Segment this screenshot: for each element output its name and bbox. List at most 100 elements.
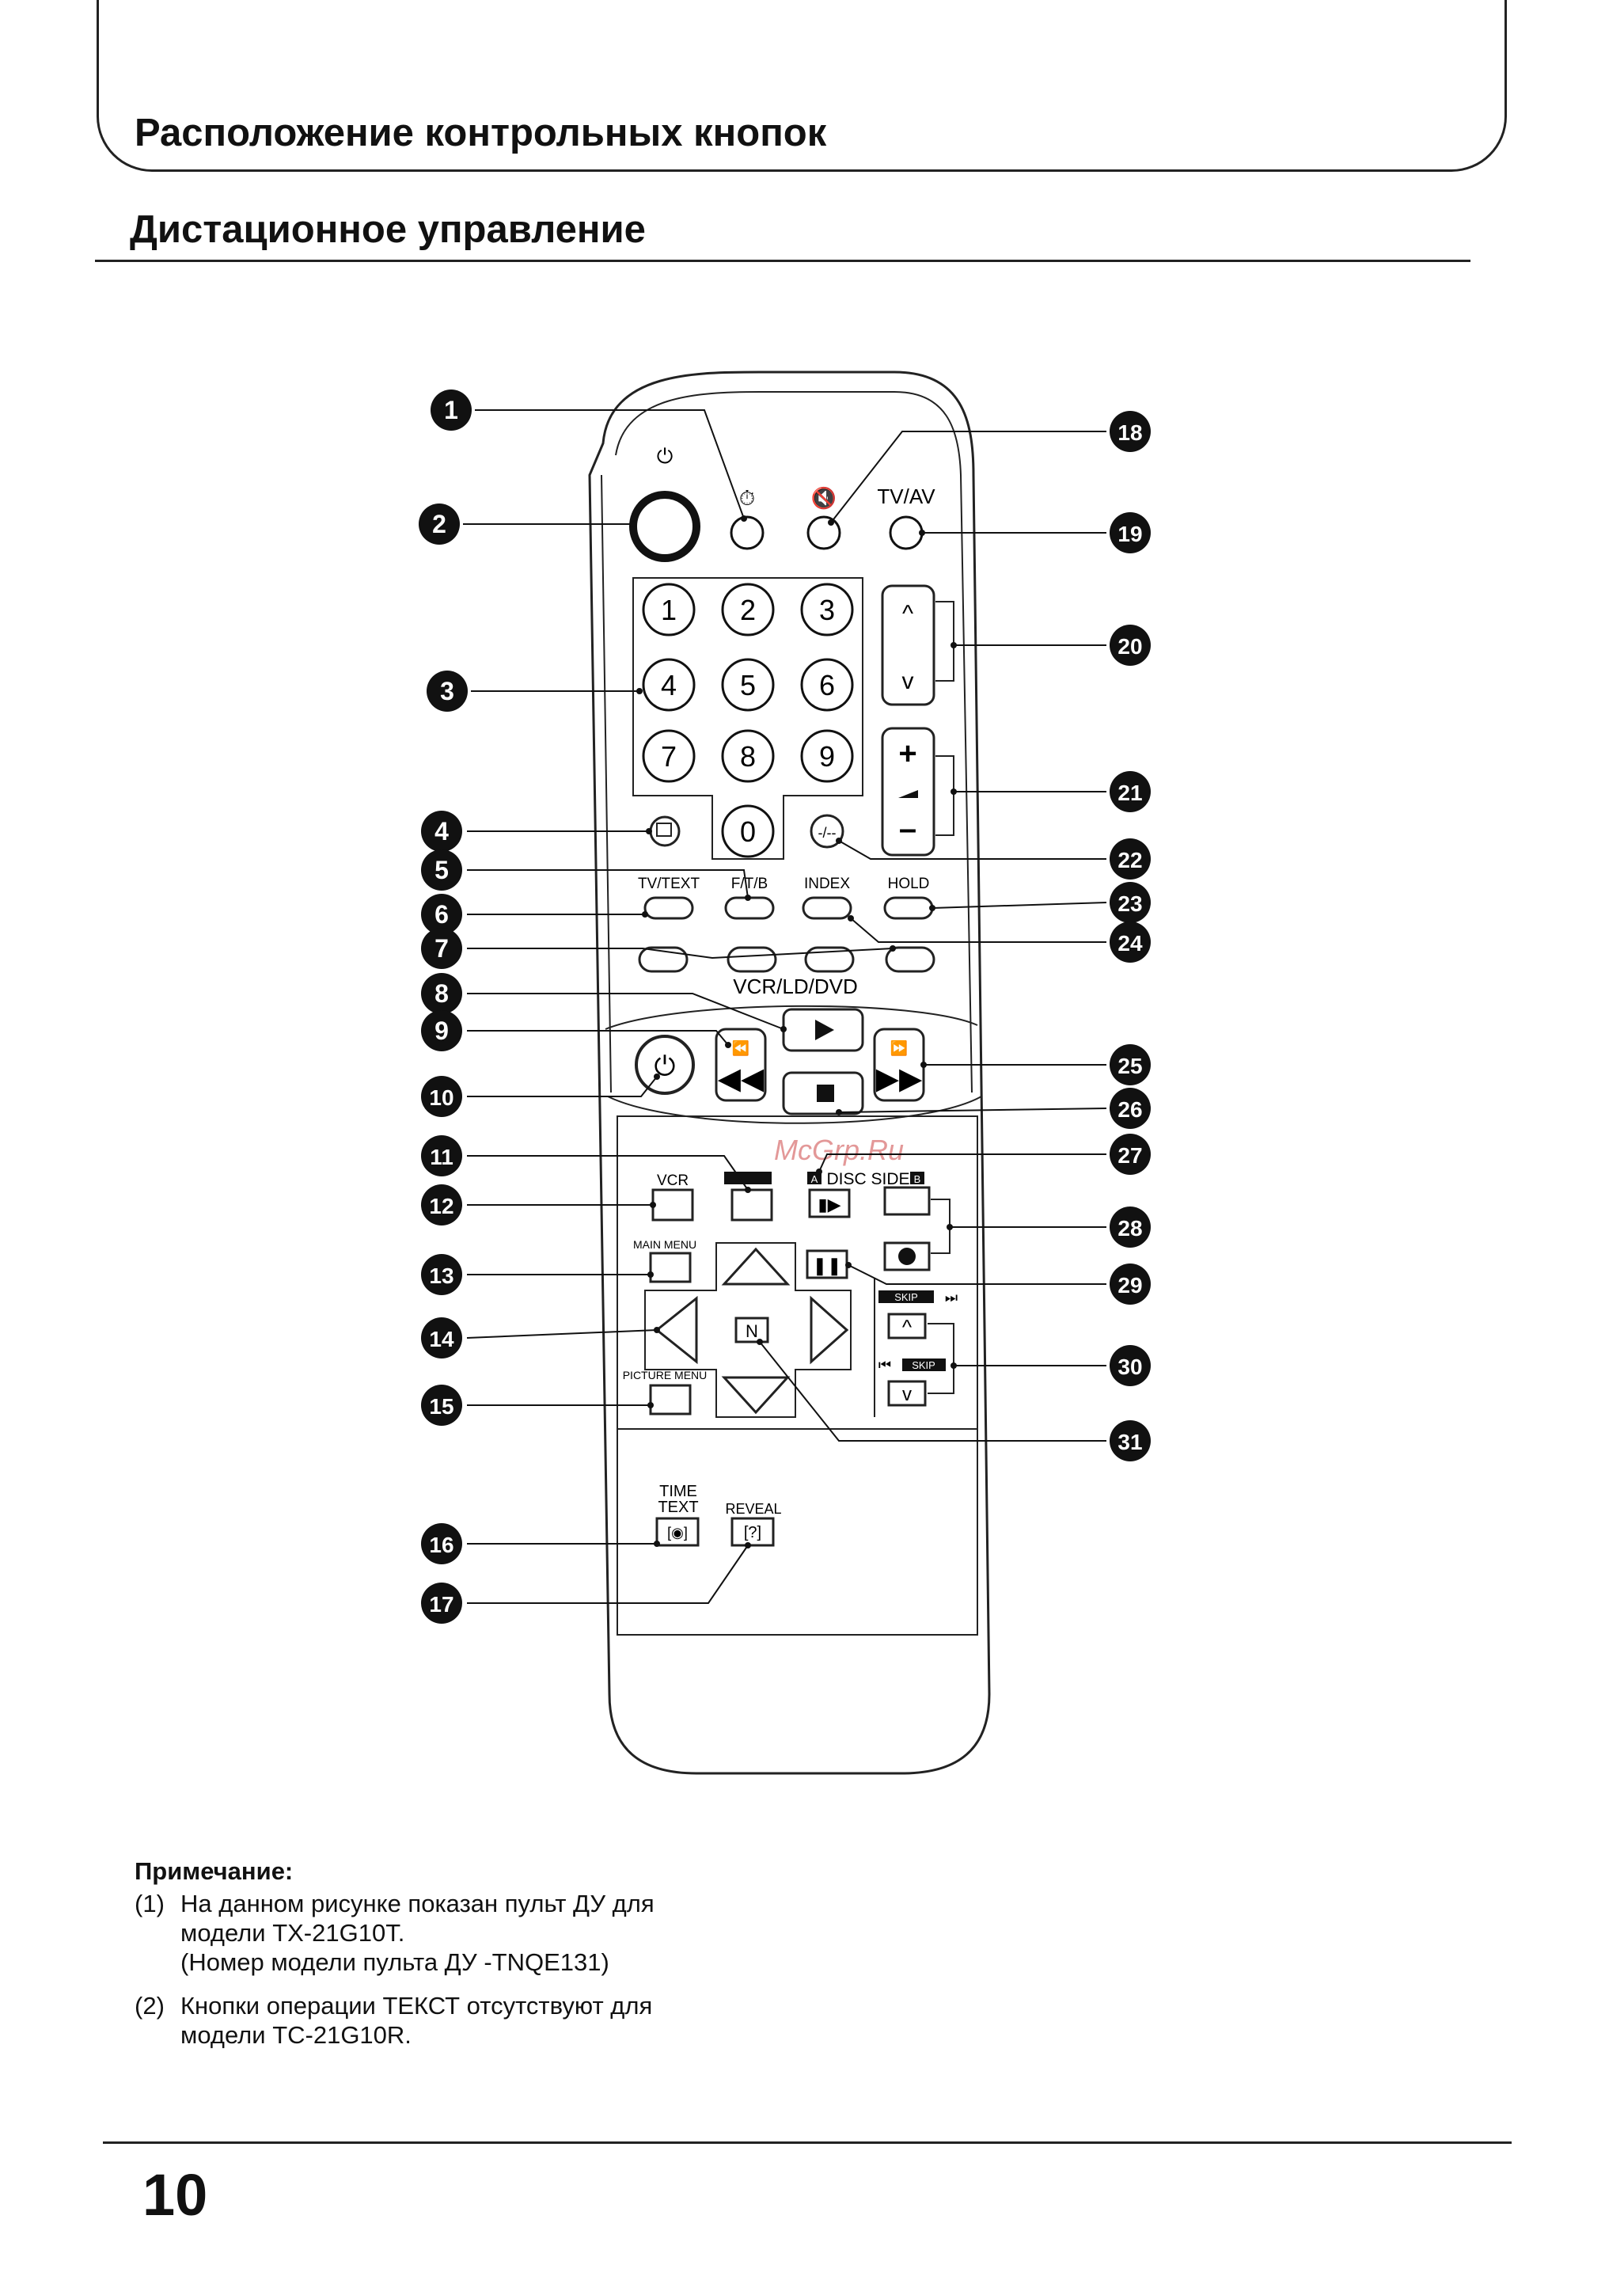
reveal-button[interactable] [730, 1517, 775, 1547]
blue-button[interactable] [885, 946, 935, 973]
vcr-power-button[interactable] [635, 1035, 695, 1095]
cursor-up-button[interactable] [721, 1247, 791, 1286]
callout-badge-19 [1110, 512, 1151, 553]
callout-badge-8 [421, 973, 462, 1014]
callout-leader-dot [950, 1362, 957, 1369]
digit-key-0[interactable] [721, 804, 775, 858]
callout-badge-7 [421, 928, 462, 969]
tv-av-label: TV/AV [877, 484, 935, 508]
off-timer-icon: ⏱ [739, 486, 755, 510]
n-button-label: N [746, 1321, 758, 1341]
callout-leader-dot [947, 1224, 953, 1230]
callout-leader-10 [467, 1076, 658, 1097]
dash-button[interactable] [810, 814, 844, 849]
record-button[interactable] [883, 1241, 931, 1271]
skip-top-chip [878, 1290, 934, 1303]
callout-number: 2 [432, 510, 446, 538]
rewind-button[interactable] [715, 1028, 767, 1102]
tv-av-button[interactable] [889, 515, 924, 550]
callout-badge-13 [421, 1254, 462, 1295]
rewind-small-icon: ⏪ [732, 1039, 749, 1056]
callout-number: 16 [429, 1533, 453, 1557]
digit-key-label: 0 [740, 815, 756, 848]
callout-leader-1 [475, 409, 745, 519]
callout-leader-dot [890, 945, 896, 952]
mute-icon: 🔇 [811, 486, 837, 510]
callout-number: 7 [434, 934, 449, 963]
callout-number: 15 [429, 1394, 453, 1419]
digit-key-6[interactable] [800, 658, 854, 712]
skip-down-button[interactable] [887, 1380, 927, 1407]
channel-rocker[interactable] [881, 584, 935, 706]
time-text-button[interactable] [655, 1517, 700, 1547]
off-timer-button[interactable] [730, 515, 765, 550]
cursor-right-button[interactable] [810, 1295, 849, 1365]
skip-back-icon: ⏮ [878, 1357, 891, 1373]
tv-text-label: TV/TEXT [638, 876, 700, 892]
callout-number: 17 [429, 1592, 453, 1617]
header-frame [97, 0, 1507, 172]
callout-number: 30 [1117, 1355, 1142, 1379]
note-line: (Номер модели пульта ДУ -TNQE131) [180, 1948, 609, 1976]
callout-leader-dot [828, 519, 834, 526]
digit-key-1[interactable] [642, 583, 696, 636]
tv-text-button[interactable] [643, 896, 694, 920]
picture-menu-button[interactable] [649, 1384, 692, 1416]
callout-badge-5 [421, 849, 462, 891]
vcr-chip-button[interactable] [730, 1188, 773, 1222]
vcr-button[interactable] [651, 1188, 694, 1222]
green-button[interactable] [727, 946, 777, 973]
digit-key-2[interactable] [721, 583, 775, 636]
digit-key-7[interactable] [642, 729, 696, 783]
index-button[interactable] [802, 896, 852, 920]
digit-key-8[interactable] [721, 729, 775, 783]
n-button[interactable] [734, 1317, 769, 1343]
slow-button[interactable] [808, 1188, 851, 1218]
callout-badge-12 [421, 1184, 462, 1226]
mute-button[interactable] [806, 515, 841, 550]
callout-badge-28 [1110, 1206, 1151, 1248]
time-text-icon: [◉] [667, 1525, 688, 1541]
callout-leader-dot [950, 642, 957, 648]
callout-leader-dot [745, 1542, 751, 1548]
skip-top-label: SKIP [894, 1291, 918, 1303]
main-menu-button[interactable] [649, 1252, 692, 1283]
digit-key-9[interactable] [800, 729, 854, 783]
callout-number: 18 [1117, 420, 1142, 445]
page-number: 10 [142, 2162, 208, 2228]
callout-badge-27 [1110, 1134, 1151, 1175]
callout-leader-dot [654, 1541, 660, 1547]
power-button[interactable] [629, 491, 700, 562]
hold-button[interactable] [883, 896, 934, 920]
ftb-button[interactable] [724, 896, 775, 920]
yellow-button[interactable] [804, 946, 855, 973]
disc-a-label: A [811, 1173, 818, 1185]
red-button[interactable] [638, 946, 689, 973]
digit-key-4[interactable] [642, 658, 696, 712]
fast-forward-icon: ▶▶ [876, 1062, 923, 1096]
callout-number: 13 [429, 1264, 453, 1288]
normal-button[interactable] [649, 815, 681, 847]
dash-key-label: -/-- [818, 825, 837, 841]
skip-up-button[interactable] [887, 1313, 927, 1340]
callout-leaders [463, 409, 1107, 1604]
callout-number: 1 [444, 396, 458, 424]
callout-badge-6 [421, 894, 462, 935]
callout-leader-18 [830, 431, 1106, 523]
digit-key-3[interactable] [800, 583, 854, 636]
disc-a-chip [807, 1172, 821, 1184]
callout-number: 19 [1117, 522, 1142, 546]
cursor-down-button[interactable] [721, 1376, 791, 1415]
callout-leader-23 [932, 902, 1107, 909]
disc-side-button[interactable] [883, 1186, 931, 1216]
section-rule [95, 260, 1470, 262]
digit-key-5[interactable] [721, 658, 775, 712]
note-line: Кнопки операции ТЕКСТ отсутствуют для [180, 1992, 653, 2020]
cursor-left-button[interactable] [655, 1295, 698, 1365]
volume-rocker[interactable] [881, 727, 935, 857]
callout-number: 8 [434, 979, 449, 1008]
stop-button[interactable] [782, 1071, 864, 1115]
callout-badge-4 [421, 811, 462, 852]
callout-number: 23 [1117, 891, 1142, 916]
